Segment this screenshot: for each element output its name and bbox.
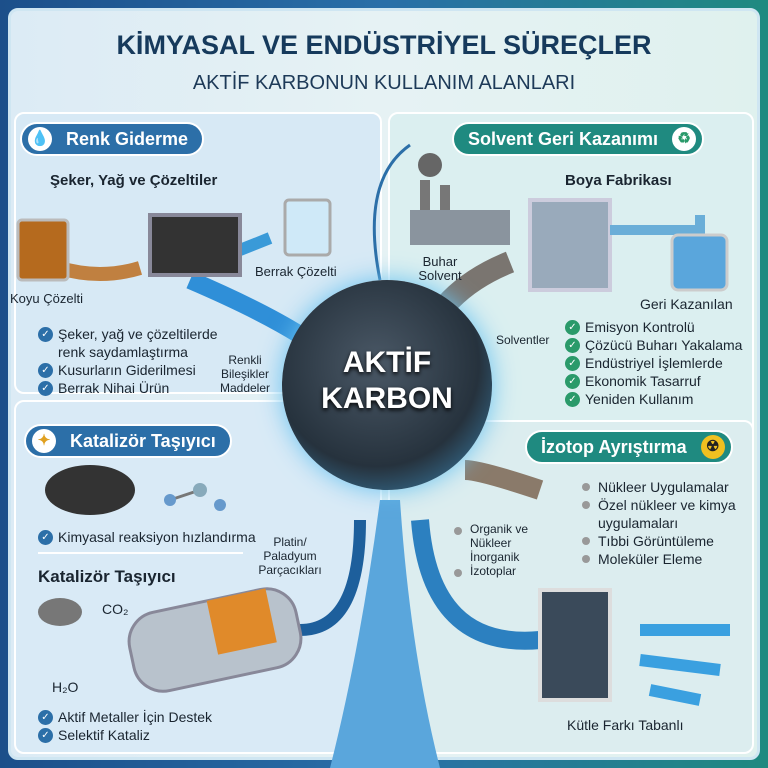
list-item: Selektif Kataliz (38, 726, 278, 744)
dark-solution-beaker-icon (16, 218, 70, 282)
radiation-icon: ☢ (700, 435, 725, 459)
molecule-icon (164, 483, 226, 511)
recovered-tank-icon (670, 233, 729, 292)
divider (38, 552, 243, 554)
catalyst-return-flow (299, 519, 366, 636)
droplet-icon: 💧 (28, 127, 52, 151)
pill-label: İzotop Ayrıştırma (541, 437, 687, 457)
sparkle-icon: ✦ (32, 429, 56, 453)
cloud-icon (38, 598, 82, 626)
list-item: Tıbbi Görüntüleme (578, 532, 758, 550)
center-line2: KARBON (321, 382, 453, 415)
list-item: İzotoplar (450, 564, 550, 578)
water-stream (330, 500, 440, 768)
isotope-arrow (464, 460, 544, 500)
pill-solvent: Solvent Geri Kazanımı ♻ (452, 122, 705, 156)
main-subtitle: AKTİF KARBONUN KULLANIM ALANLARI (192, 72, 576, 94)
flow-arrow-to-center (186, 271, 305, 343)
catalyst-core (206, 588, 277, 655)
solvent-subtitle: Boya Fabrikası (565, 172, 672, 189)
return-arrow (372, 143, 411, 281)
pill-katalizor: ✦ Katalizör Taşıyıcı (24, 424, 232, 458)
mass-difference-label: Kütle Farkı Tabanlı (567, 717, 684, 733)
list-item: Yeniden Kullanım (565, 390, 755, 408)
air-filter-icon (528, 198, 612, 292)
main-title: KİMYASAL VE ENDÜSTRİYEL SÜREÇLER (116, 30, 652, 60)
solvents-label: Solventler (496, 333, 550, 347)
co2-label: CO₂ (102, 601, 129, 617)
recovered-label: Geri Kazanılan (640, 296, 733, 312)
list-item: Kimyasal reaksiyon hızlandırma (38, 528, 278, 546)
list-item: Nükleer Uygulamalar (578, 478, 758, 496)
list-item: Endüstriyel İşlemlerde (565, 354, 755, 372)
clear-solution-beaker-icon (283, 198, 332, 257)
filter-box-icon (148, 213, 242, 277)
dark-solution-label: Koyu Çözelti (10, 291, 83, 306)
list-item: Şeker, yağ ve çözeltilerde renk saydamla… (38, 325, 238, 361)
separation-arrows (639, 624, 730, 706)
katalizor-subtitle: Katalizör Taşıyıcı (38, 567, 176, 586)
list-item: Özel nükleer ve kimya uygulamaları (578, 496, 758, 532)
lower-right-flow (411, 519, 541, 650)
activated-carbon-sphere (282, 280, 492, 490)
list-item: Çözücü Buharı Yakalama (565, 336, 755, 354)
pill-renk-giderme: 💧 Renk Giderme (20, 122, 205, 156)
list-item: Berrak Nihai Ürün (38, 379, 238, 397)
list-item: Moleküler Eleme (578, 550, 758, 568)
recycle-icon: ♻ (672, 127, 697, 151)
pill-label: Renk Giderme (66, 129, 189, 149)
pill-label: Solvent Geri Kazanımı (468, 129, 659, 149)
list-item: Aktif Metaller İçin Destek (38, 708, 278, 726)
carbon-pellet-icon (45, 465, 135, 515)
list-item: Ekonomik Tasarruf (565, 372, 755, 390)
pill-izotop: İzotop Ayrıştırma ☢ (525, 430, 733, 464)
list-item: Organik ve Nükleer İnorganik (450, 522, 550, 564)
vapor-solvent-label: Buhar Solvent (418, 254, 462, 283)
pipe-icon (610, 215, 705, 235)
flow-arrow-dark (57, 261, 143, 281)
h2o-label: H₂O (52, 679, 79, 695)
renk-subtitle: Şeker, Yağ ve Çözeltiler (50, 172, 218, 189)
factory-icon (410, 153, 510, 245)
pill-label: Katalizör Taşıyıcı (70, 431, 216, 451)
center-line1: AKTİF (342, 346, 432, 379)
platinum-callout: Platin/ Paladyum Parçacıkları (258, 535, 322, 577)
list-item: Kusurların Giderilmesi (38, 361, 238, 379)
flow-arrow-clear (237, 232, 273, 256)
list-item: Emisyon Kontrolü (565, 318, 755, 336)
sieve-filter-icon (538, 588, 612, 702)
clear-solution-label: Berrak Çözelti (255, 264, 337, 279)
